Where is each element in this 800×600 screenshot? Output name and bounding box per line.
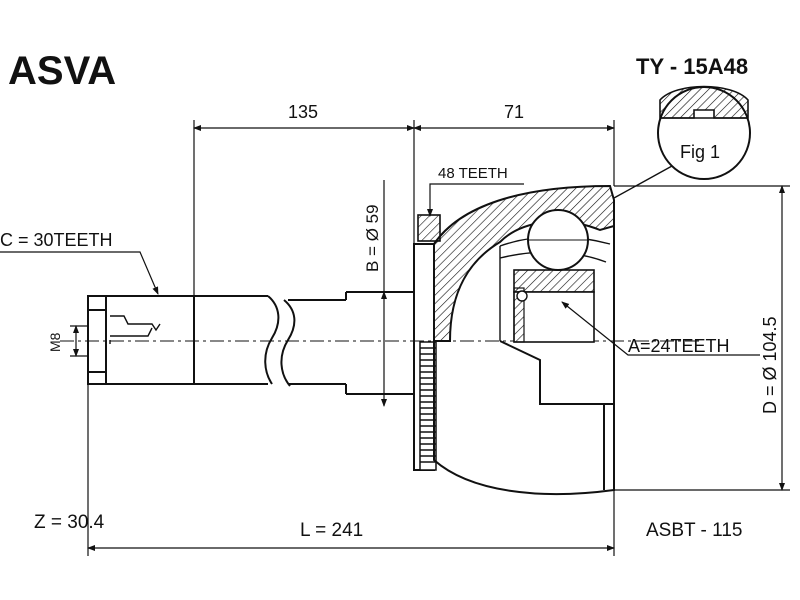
fig1-detail: Fig 1 [613, 85, 751, 199]
b-diameter-label: B = Ø 59 [363, 204, 382, 272]
figure-label: Fig 1 [680, 142, 720, 162]
dim-71: 71 [504, 102, 524, 122]
c-teeth-label: C = 30TEETH [0, 230, 113, 250]
boot-code-label: ASBT - 115 [646, 520, 742, 541]
l-total-label: L = 241 [300, 520, 363, 541]
dimension-lines [0, 120, 790, 556]
thread-label: M8 [47, 332, 63, 352]
a-teeth-label: A=24TEETH [628, 336, 730, 356]
spline-stub [87, 295, 195, 385]
brand-title: ASVA [8, 49, 116, 93]
dim-135: 135 [288, 102, 318, 122]
shaft [194, 291, 414, 395]
d-diameter-label: D = Ø 104.5 [760, 316, 780, 414]
outer-race [413, 184, 615, 496]
outer-teeth-label: 48 TEETH [438, 165, 508, 182]
part-number: TY - 15A48 [636, 54, 748, 79]
z-value-label: Z = 30.4 [34, 512, 105, 533]
